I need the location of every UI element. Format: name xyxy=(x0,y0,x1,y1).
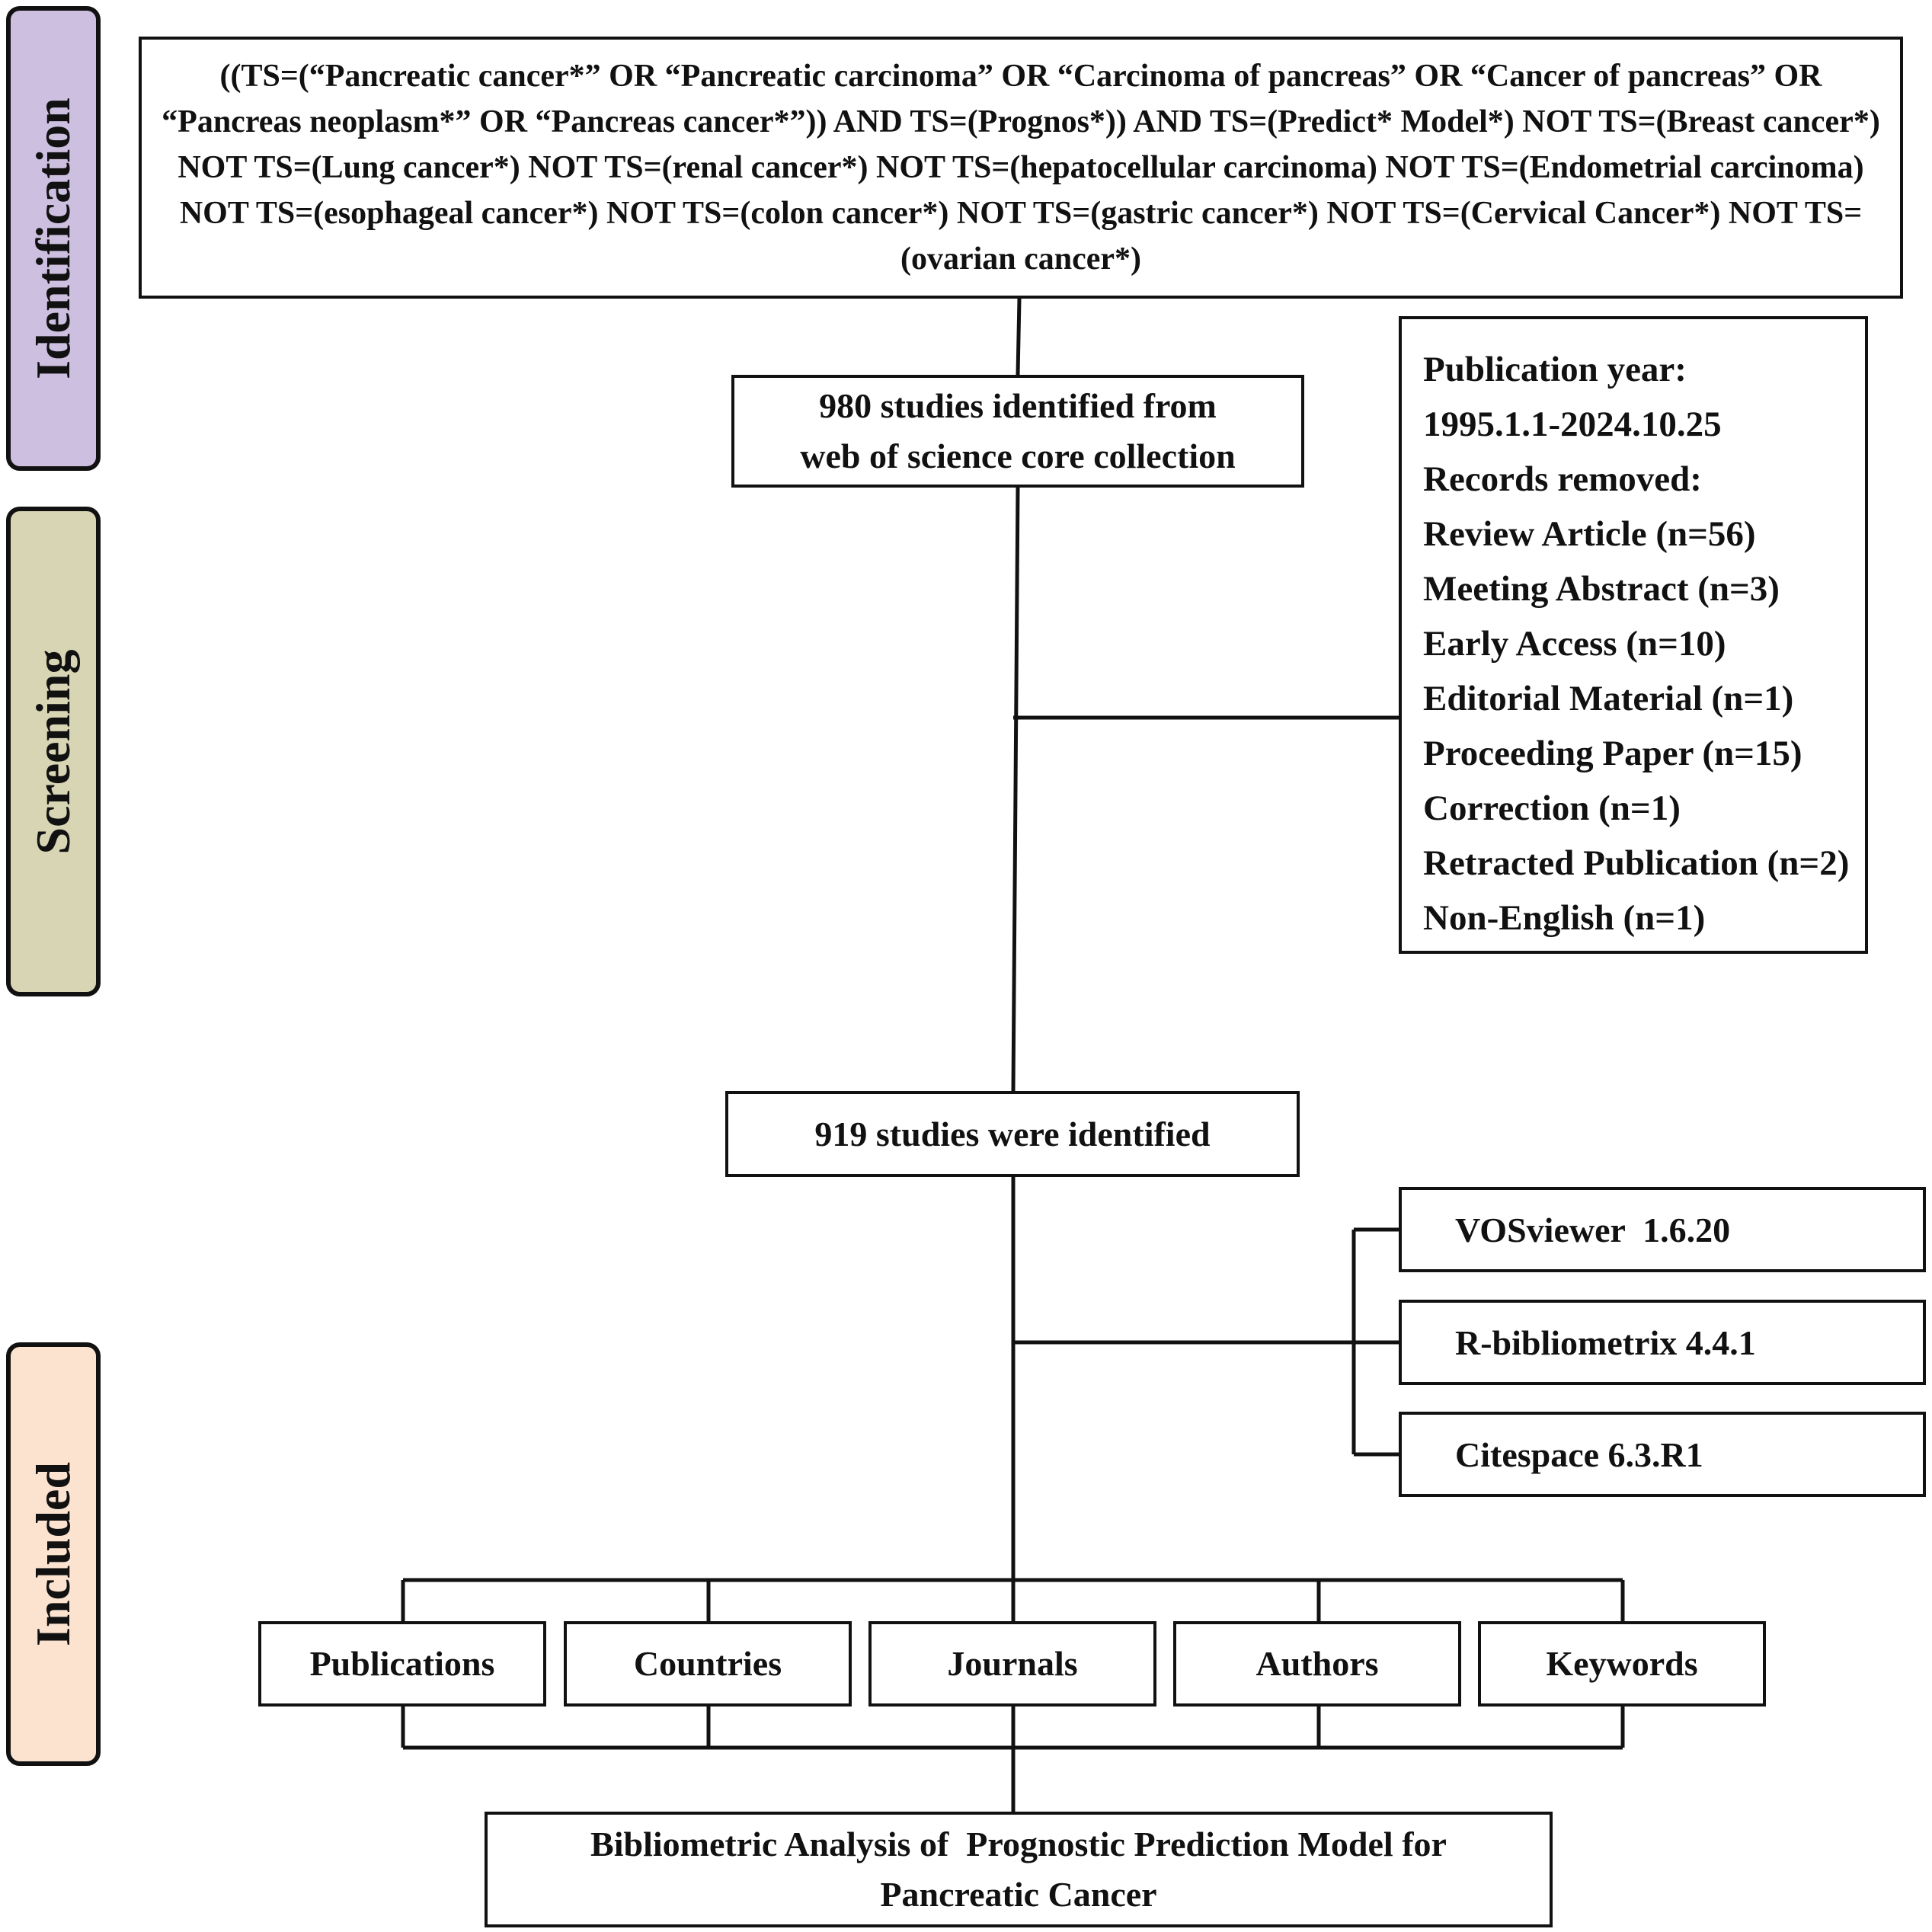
final-analysis-box: Bibliometric Analysis of Prognostic Pred… xyxy=(485,1812,1553,1927)
exclusion-item: Editorial Material (n=1) xyxy=(1423,679,1794,718)
identified-line1: 980 studies identified from xyxy=(819,386,1217,425)
identified-line2: web of science core collection xyxy=(800,437,1236,475)
screened-text: 919 studies were identified xyxy=(814,1114,1211,1153)
search-query-text: ((TS=(“Pancreatic cancer*” OR “Pancreati… xyxy=(162,59,1880,277)
exclusion-item: Records removed: xyxy=(1423,459,1702,499)
category-box: Publications xyxy=(258,1621,546,1706)
exclusion-item: Early Access (n=10) xyxy=(1423,624,1726,664)
search-query-box: ((TS=(“Pancreatic cancer*” OR “Pancreati… xyxy=(139,37,1903,299)
exclusions-box: Publication year: 1995.1.1-2024.10.25 Re… xyxy=(1399,316,1868,954)
exclusion-item: Publication year: xyxy=(1423,350,1687,389)
category-label: Authors xyxy=(1255,1644,1379,1683)
category-box: Authors xyxy=(1173,1621,1461,1706)
category-label: Keywords xyxy=(1546,1644,1698,1683)
exclusion-item: Retracted Publication (n=2) xyxy=(1423,843,1850,883)
tool-box: VOSviewer 1.6.20 xyxy=(1399,1187,1926,1272)
phase-screening: Screening xyxy=(6,507,101,996)
category-label: Journals xyxy=(947,1644,1078,1683)
screened-box: 919 studies were identified xyxy=(725,1091,1300,1177)
tool-label: VOSviewer 1.6.20 xyxy=(1455,1210,1731,1249)
connector-identified-to-screened xyxy=(1011,487,1020,1092)
final-line1: Bibliometric Analysis of Prognostic Pred… xyxy=(590,1825,1447,1863)
category-label: Publications xyxy=(309,1644,495,1683)
connector-query-to-identified xyxy=(1016,298,1022,376)
category-label: Countries xyxy=(633,1644,782,1683)
tool-box: Citespace 6.3.R1 xyxy=(1399,1412,1926,1497)
category-box: Keywords xyxy=(1478,1621,1766,1706)
phase-included-label: Included xyxy=(26,1462,80,1646)
phase-included: Included xyxy=(6,1342,101,1766)
phase-identification: Identification xyxy=(6,6,101,471)
exclusion-item: Meeting Abstract (n=3) xyxy=(1423,569,1780,609)
exclusion-item: Correction (n=1) xyxy=(1423,788,1681,828)
phase-identification-label: Identification xyxy=(26,98,80,379)
exclusion-item: Non-English (n=1) xyxy=(1423,898,1706,938)
tool-label: R-bibliometrix 4.4.1 xyxy=(1455,1323,1756,1362)
final-line2: Pancreatic Cancer xyxy=(880,1875,1157,1914)
phase-screening-label: Screening xyxy=(26,648,80,855)
category-box: Countries xyxy=(564,1621,852,1706)
identified-box: 980 studies identified from web of scien… xyxy=(731,375,1304,488)
category-box: Journals xyxy=(868,1621,1156,1706)
exclusion-item: 1995.1.1-2024.10.25 xyxy=(1423,405,1722,444)
tool-label: Citespace 6.3.R1 xyxy=(1455,1435,1703,1474)
exclusion-item: Review Article (n=56) xyxy=(1423,514,1756,554)
exclusion-item: Proceeding Paper (n=15) xyxy=(1423,734,1802,773)
tool-box: R-bibliometrix 4.4.1 xyxy=(1399,1300,1926,1385)
